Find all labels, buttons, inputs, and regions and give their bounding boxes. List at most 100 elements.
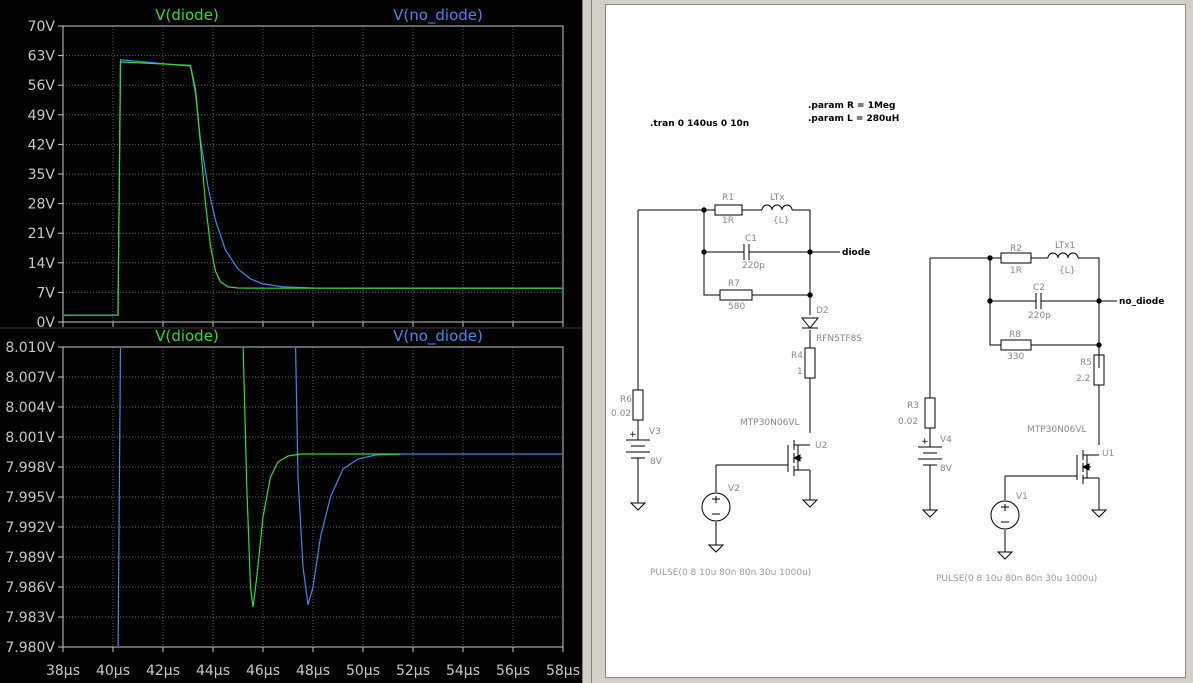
d2-model: RFN5TF8S	[816, 334, 862, 344]
net-label-no-diode[interactable]: no_diode	[1119, 297, 1164, 307]
y-tick-label: 35V	[28, 167, 56, 183]
bottom-trace-vno-diode	[117, 348, 562, 646]
u2-model: MTP30N06VL	[740, 418, 800, 428]
mosfet-u1[interactable]	[1076, 450, 1091, 484]
x-tick-label: 48µs	[296, 663, 330, 679]
r2-value: 1R	[1010, 266, 1022, 276]
r2-name: R2	[1010, 244, 1022, 254]
param-l-directive[interactable]: .param L = 280uH	[808, 114, 899, 124]
c2-name: C2	[1033, 283, 1045, 293]
v2-name: V2	[728, 484, 740, 494]
r3-value: 0.02	[898, 417, 918, 427]
x-tick-label: 56µs	[496, 663, 530, 679]
x-tick-label: 58µs	[546, 663, 580, 679]
y-tick-label: 56V	[28, 78, 56, 94]
diode-d2[interactable]	[800, 317, 820, 329]
bottom-trace-title-diode: V(diode)	[155, 327, 219, 345]
battery-v4[interactable]	[918, 446, 942, 466]
u1-name: U1	[1102, 449, 1114, 459]
v4-plus: +	[921, 437, 929, 447]
ltx-value: {L}	[773, 216, 789, 226]
schematic-canvas[interactable]: .tran 0 140us 0 10n .param R = 1Meg .par…	[605, 4, 1186, 678]
r6-name: R6	[620, 395, 632, 405]
ltx-name: LTx	[770, 193, 785, 203]
capacitor-c1[interactable]	[743, 244, 750, 260]
resistor-r6[interactable]	[632, 389, 644, 421]
resistor-r5[interactable]	[1093, 354, 1105, 386]
y-tick-label: 7.989V	[5, 550, 55, 566]
tran-directive[interactable]: .tran 0 140us 0 10n	[650, 119, 749, 129]
x-tick-label: 52µs	[396, 663, 430, 679]
c1-name: C1	[745, 234, 757, 244]
top-trace-vdiode	[64, 61, 562, 316]
y-tick-label: 0V	[37, 315, 56, 331]
y-tick-label: 8.004V	[5, 400, 55, 416]
y-tick-label: 7V	[37, 285, 56, 301]
capacitor-c2[interactable]	[1035, 293, 1042, 309]
u1-model: MTP30N06VL	[1027, 425, 1087, 435]
y-tick-label: 8.010V	[5, 340, 55, 356]
pane-splitter[interactable]	[582, 0, 592, 683]
y-tick-label: 7.986V	[5, 580, 55, 596]
r7-name: R7	[728, 279, 740, 289]
inductor-ltx1[interactable]	[1047, 252, 1082, 259]
v3-plus: +	[629, 430, 637, 440]
bottom-plot-frame	[62, 346, 564, 648]
y-tick-label: 7.998V	[5, 460, 55, 476]
waveform-plot: 0V7V14V21V28V35V42V49V56V63V70VV(diode)V…	[0, 6, 582, 679]
mosfet-u2[interactable]	[787, 440, 802, 476]
x-tick-label: 38µs	[46, 663, 80, 679]
x-tick-label: 50µs	[346, 663, 380, 679]
v4-value: 8V	[940, 464, 953, 474]
voltage-source-v1[interactable]	[990, 500, 1020, 530]
r1-name: R1	[722, 193, 734, 203]
voltage-source-v2[interactable]	[701, 492, 731, 522]
y-tick-label: 14V	[28, 256, 56, 272]
bottom-trace-title-no-diode: V(no_diode)	[393, 327, 483, 346]
param-r-directive[interactable]: .param R = 1Meg	[808, 101, 895, 111]
net-label-diode[interactable]: diode	[842, 248, 870, 258]
resistor-r4[interactable]	[804, 347, 816, 379]
inductor-ltx[interactable]	[761, 204, 796, 211]
right-circuit: R2 1R LTx1 {L} C2 220p R8 330 no_diode R…	[898, 241, 1164, 584]
ground-icon	[629, 499, 819, 553]
r5-value: 2.2	[1076, 374, 1090, 384]
y-tick-label: 49V	[28, 108, 56, 124]
v2-pulse: PULSE(0 8 10u 80n 80n 30u 1000u)	[650, 568, 811, 578]
u2-name: U2	[815, 441, 827, 451]
y-tick-label: 7.995V	[5, 490, 55, 506]
v1-pulse: PULSE(0 8 10u 80n 80n 30u 1000u)	[936, 574, 1097, 584]
y-tick-label: 7.992V	[5, 520, 55, 536]
top-plot-frame	[62, 25, 564, 323]
r7-value: 580	[728, 302, 745, 312]
x-tick-label: 44µs	[196, 663, 230, 679]
y-tick-label: 7.980V	[5, 640, 55, 656]
v4-name: V4	[940, 435, 952, 445]
y-tick-label: 8.007V	[5, 370, 55, 386]
v3-value: 8V	[650, 457, 663, 467]
battery-v3[interactable]	[626, 439, 650, 459]
x-tick-label: 42µs	[146, 663, 180, 679]
bottom-trace-vdiode	[242, 348, 401, 608]
y-tick-label: 7.983V	[5, 610, 55, 626]
resistor-r7[interactable]	[719, 289, 753, 301]
x-tick-label: 40µs	[96, 663, 130, 679]
top-trace-title-no-diode: V(no_diode)	[393, 6, 483, 25]
y-tick-label: 8.001V	[5, 430, 55, 446]
resistor-r8[interactable]	[1000, 339, 1032, 351]
r5-name: R5	[1080, 358, 1092, 368]
r4-value: 1	[797, 367, 803, 377]
ltx1-value: {L}	[1059, 266, 1075, 276]
left-circuit: R1 1R LTx {L} C1 220p R7 580 diode	[611, 193, 870, 578]
top-trace-title-diode: V(diode)	[155, 6, 219, 24]
resistor-r3[interactable]	[924, 397, 936, 429]
r8-value: 330	[1007, 352, 1024, 362]
v3-name: V3	[649, 427, 661, 437]
r6-value: 0.02	[611, 409, 631, 419]
resistor-r2[interactable]	[1000, 252, 1032, 264]
y-tick-label: 63V	[28, 49, 56, 65]
d2-name: D2	[816, 306, 829, 316]
resistor-r1[interactable]	[714, 204, 743, 216]
c2-value: 220p	[1028, 311, 1051, 321]
